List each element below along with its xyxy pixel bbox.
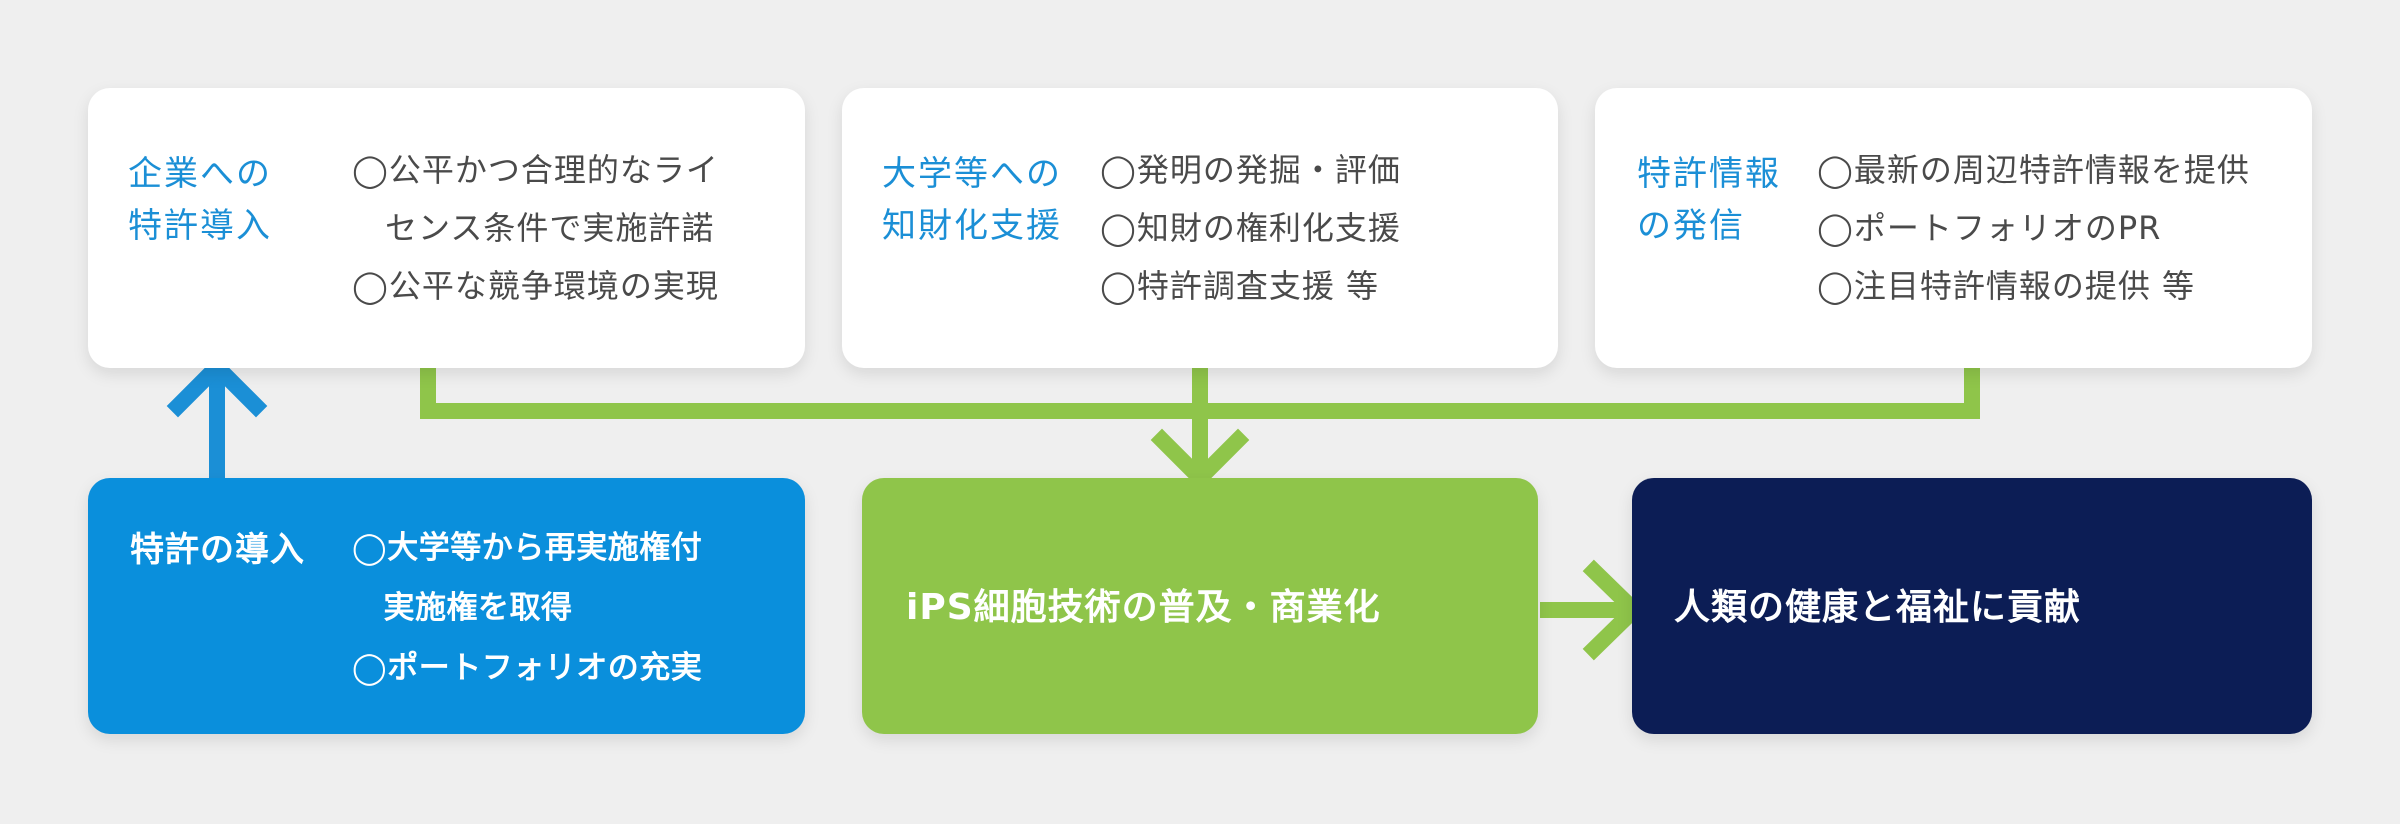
card-2-title-line-2: 知財化支援 bbox=[882, 206, 1062, 246]
card-1-title: 企業への 特許導入 bbox=[128, 148, 272, 252]
patent-introduction-item-3: ◯ポートフォリオの充実 bbox=[352, 650, 703, 686]
card-1-item-1: ◯公平かつ合理的なライ bbox=[352, 151, 719, 189]
health-welfare-label: 人類の健康と福祉に貢献 bbox=[1674, 587, 2082, 628]
card-2-item-3: ◯特許調査支援 等 bbox=[1100, 267, 1379, 305]
top-card-1: 企業への 特許導入 ◯公平かつ合理的なライ センス条件で実施許諾 ◯公平な競争環… bbox=[88, 88, 805, 368]
card-1-item-3: ◯公平な競争環境の実現 bbox=[352, 267, 719, 305]
card-2-title-line-1: 大学等への bbox=[882, 154, 1062, 194]
patent-introduction-box: 特許の導入 ◯大学等から再実施権付 実施権を取得 ◯ポートフォリオの充実 bbox=[88, 478, 805, 734]
card-1-title-line-1: 企業への bbox=[128, 154, 272, 194]
card-2-items: ◯発明の発掘・評価 ◯知財の権利化支援 ◯特許調査支援 等 bbox=[1100, 141, 1401, 315]
card-3-title-line-2: の発信 bbox=[1637, 206, 1745, 246]
card-3-title-line-1: 特許情報 bbox=[1637, 154, 1781, 194]
card-1-item-2: センス条件で実施許諾 bbox=[352, 209, 715, 247]
card-3-title: 特許情報 の発信 bbox=[1637, 148, 1781, 252]
top-card-2: 大学等への 知財化支援 ◯発明の発掘・評価 ◯知財の権利化支援 ◯特許調査支援 … bbox=[842, 88, 1558, 368]
card-1-title-line-2: 特許導入 bbox=[128, 206, 272, 246]
health-welfare-box: 人類の健康と福祉に貢献 bbox=[1632, 478, 2312, 734]
card-1-items: ◯公平かつ合理的なライ センス条件で実施許諾 ◯公平な競争環境の実現 bbox=[352, 141, 719, 315]
card-3-items: ◯最新の周辺特許情報を提供 ◯ポートフォリオのPR ◯注目特許情報の提供 等 bbox=[1817, 141, 2250, 315]
patent-introduction-title: 特許の導入 bbox=[130, 530, 305, 570]
commercialization-box: iPS細胞技術の普及・商業化 bbox=[862, 478, 1538, 734]
card-3-item-3: ◯注目特許情報の提供 等 bbox=[1817, 267, 2195, 305]
card-2-title: 大学等への 知財化支援 bbox=[882, 148, 1062, 252]
commercialization-label: iPS細胞技術の普及・商業化 bbox=[906, 587, 1381, 628]
card-2-item-2: ◯知財の権利化支援 bbox=[1100, 209, 1401, 247]
patent-introduction-items: ◯大学等から再実施権付 実施権を取得 ◯ポートフォリオの充実 bbox=[352, 518, 702, 698]
card-3-item-2: ◯ポートフォリオのPR bbox=[1817, 209, 2162, 247]
patent-introduction-item-1: ◯大学等から再実施権付 bbox=[352, 530, 703, 566]
card-3-item-1: ◯最新の周辺特許情報を提供 bbox=[1817, 151, 2250, 189]
patent-introduction-item-2: 実施権を取得 bbox=[352, 590, 573, 626]
top-card-3: 特許情報 の発信 ◯最新の周辺特許情報を提供 ◯ポートフォリオのPR ◯注目特許… bbox=[1595, 88, 2312, 368]
card-2-item-1: ◯発明の発掘・評価 bbox=[1100, 151, 1401, 189]
